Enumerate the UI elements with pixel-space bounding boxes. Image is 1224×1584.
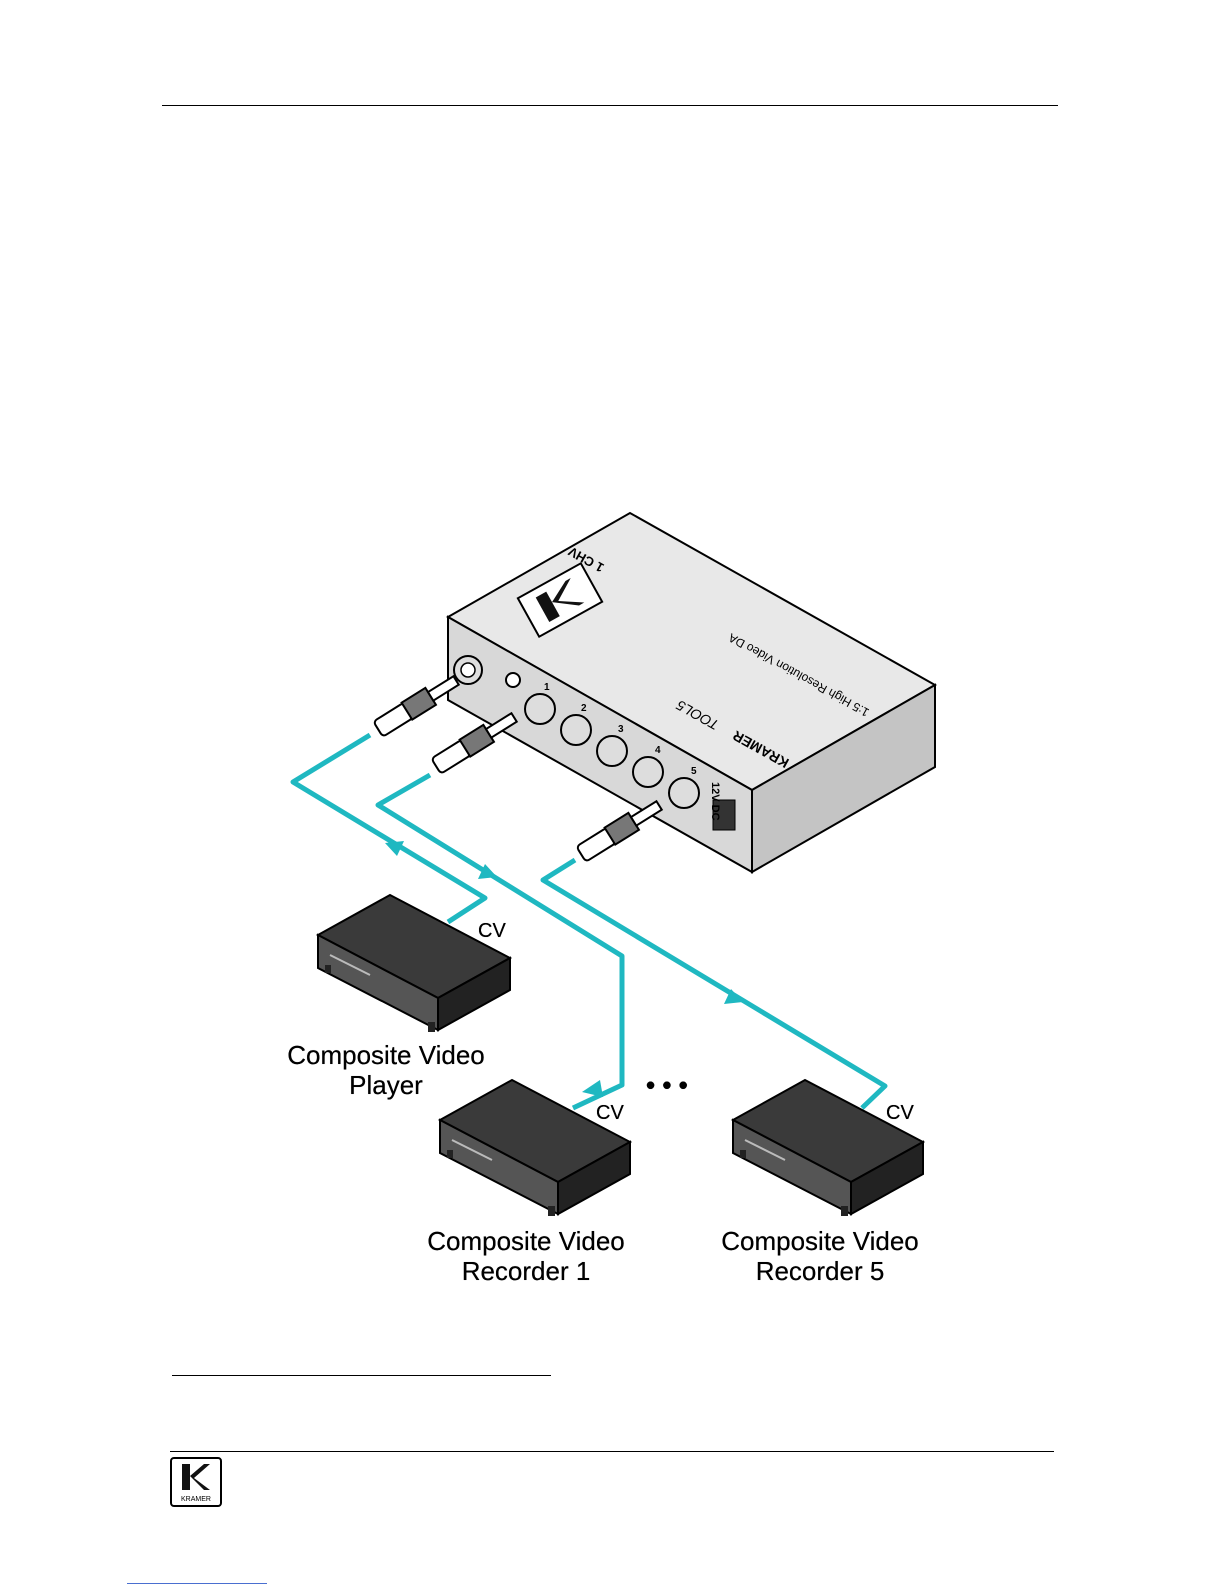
recorder-1-name-line1: Composite Video: [400, 1226, 652, 1256]
kramer-logo-icon: KRAMER: [170, 1457, 222, 1507]
player-device-icon: [318, 895, 510, 1032]
power-label: 12V DC: [709, 782, 721, 821]
output-number-3: 3: [618, 724, 624, 735]
output-number-5: 5: [691, 766, 697, 777]
cable-output5-to-recorder5: [543, 860, 885, 1108]
footer-rule: [170, 1451, 1054, 1452]
rca-plug: [431, 709, 520, 775]
recorder-1-device-icon: [440, 1080, 630, 1216]
recorder-1-port-label: CV: [596, 1102, 624, 1125]
recorder-1-name-line2: Recorder 1: [400, 1256, 652, 1286]
recorder-5-port-label: CV: [886, 1102, 914, 1125]
recorder-5-name-line1: Composite Video: [694, 1226, 946, 1256]
distribution-amplifier-unit: 1 CHV 1:5 High Resolution Video DA KRAME…: [448, 513, 935, 872]
rca-plug: [373, 672, 462, 738]
footnote-rule: [172, 1375, 551, 1376]
recorder-5-name-line2: Recorder 5: [694, 1256, 946, 1286]
more-recorders-ellipsis: • • •: [646, 1070, 688, 1101]
rca-plug: [576, 797, 665, 863]
player-name-line2: Player: [260, 1070, 512, 1100]
player-name-line1: Composite Video: [260, 1040, 512, 1070]
output-number-1: 1: [544, 682, 550, 693]
player-port-label: CV: [478, 920, 506, 943]
output-number-2: 2: [581, 703, 587, 714]
arrow-icon: [582, 1080, 603, 1097]
footer-logo-text: KRAMER: [181, 1496, 211, 1503]
recorder-5-device-icon: [733, 1080, 923, 1216]
output-number-4: 4: [655, 745, 661, 756]
